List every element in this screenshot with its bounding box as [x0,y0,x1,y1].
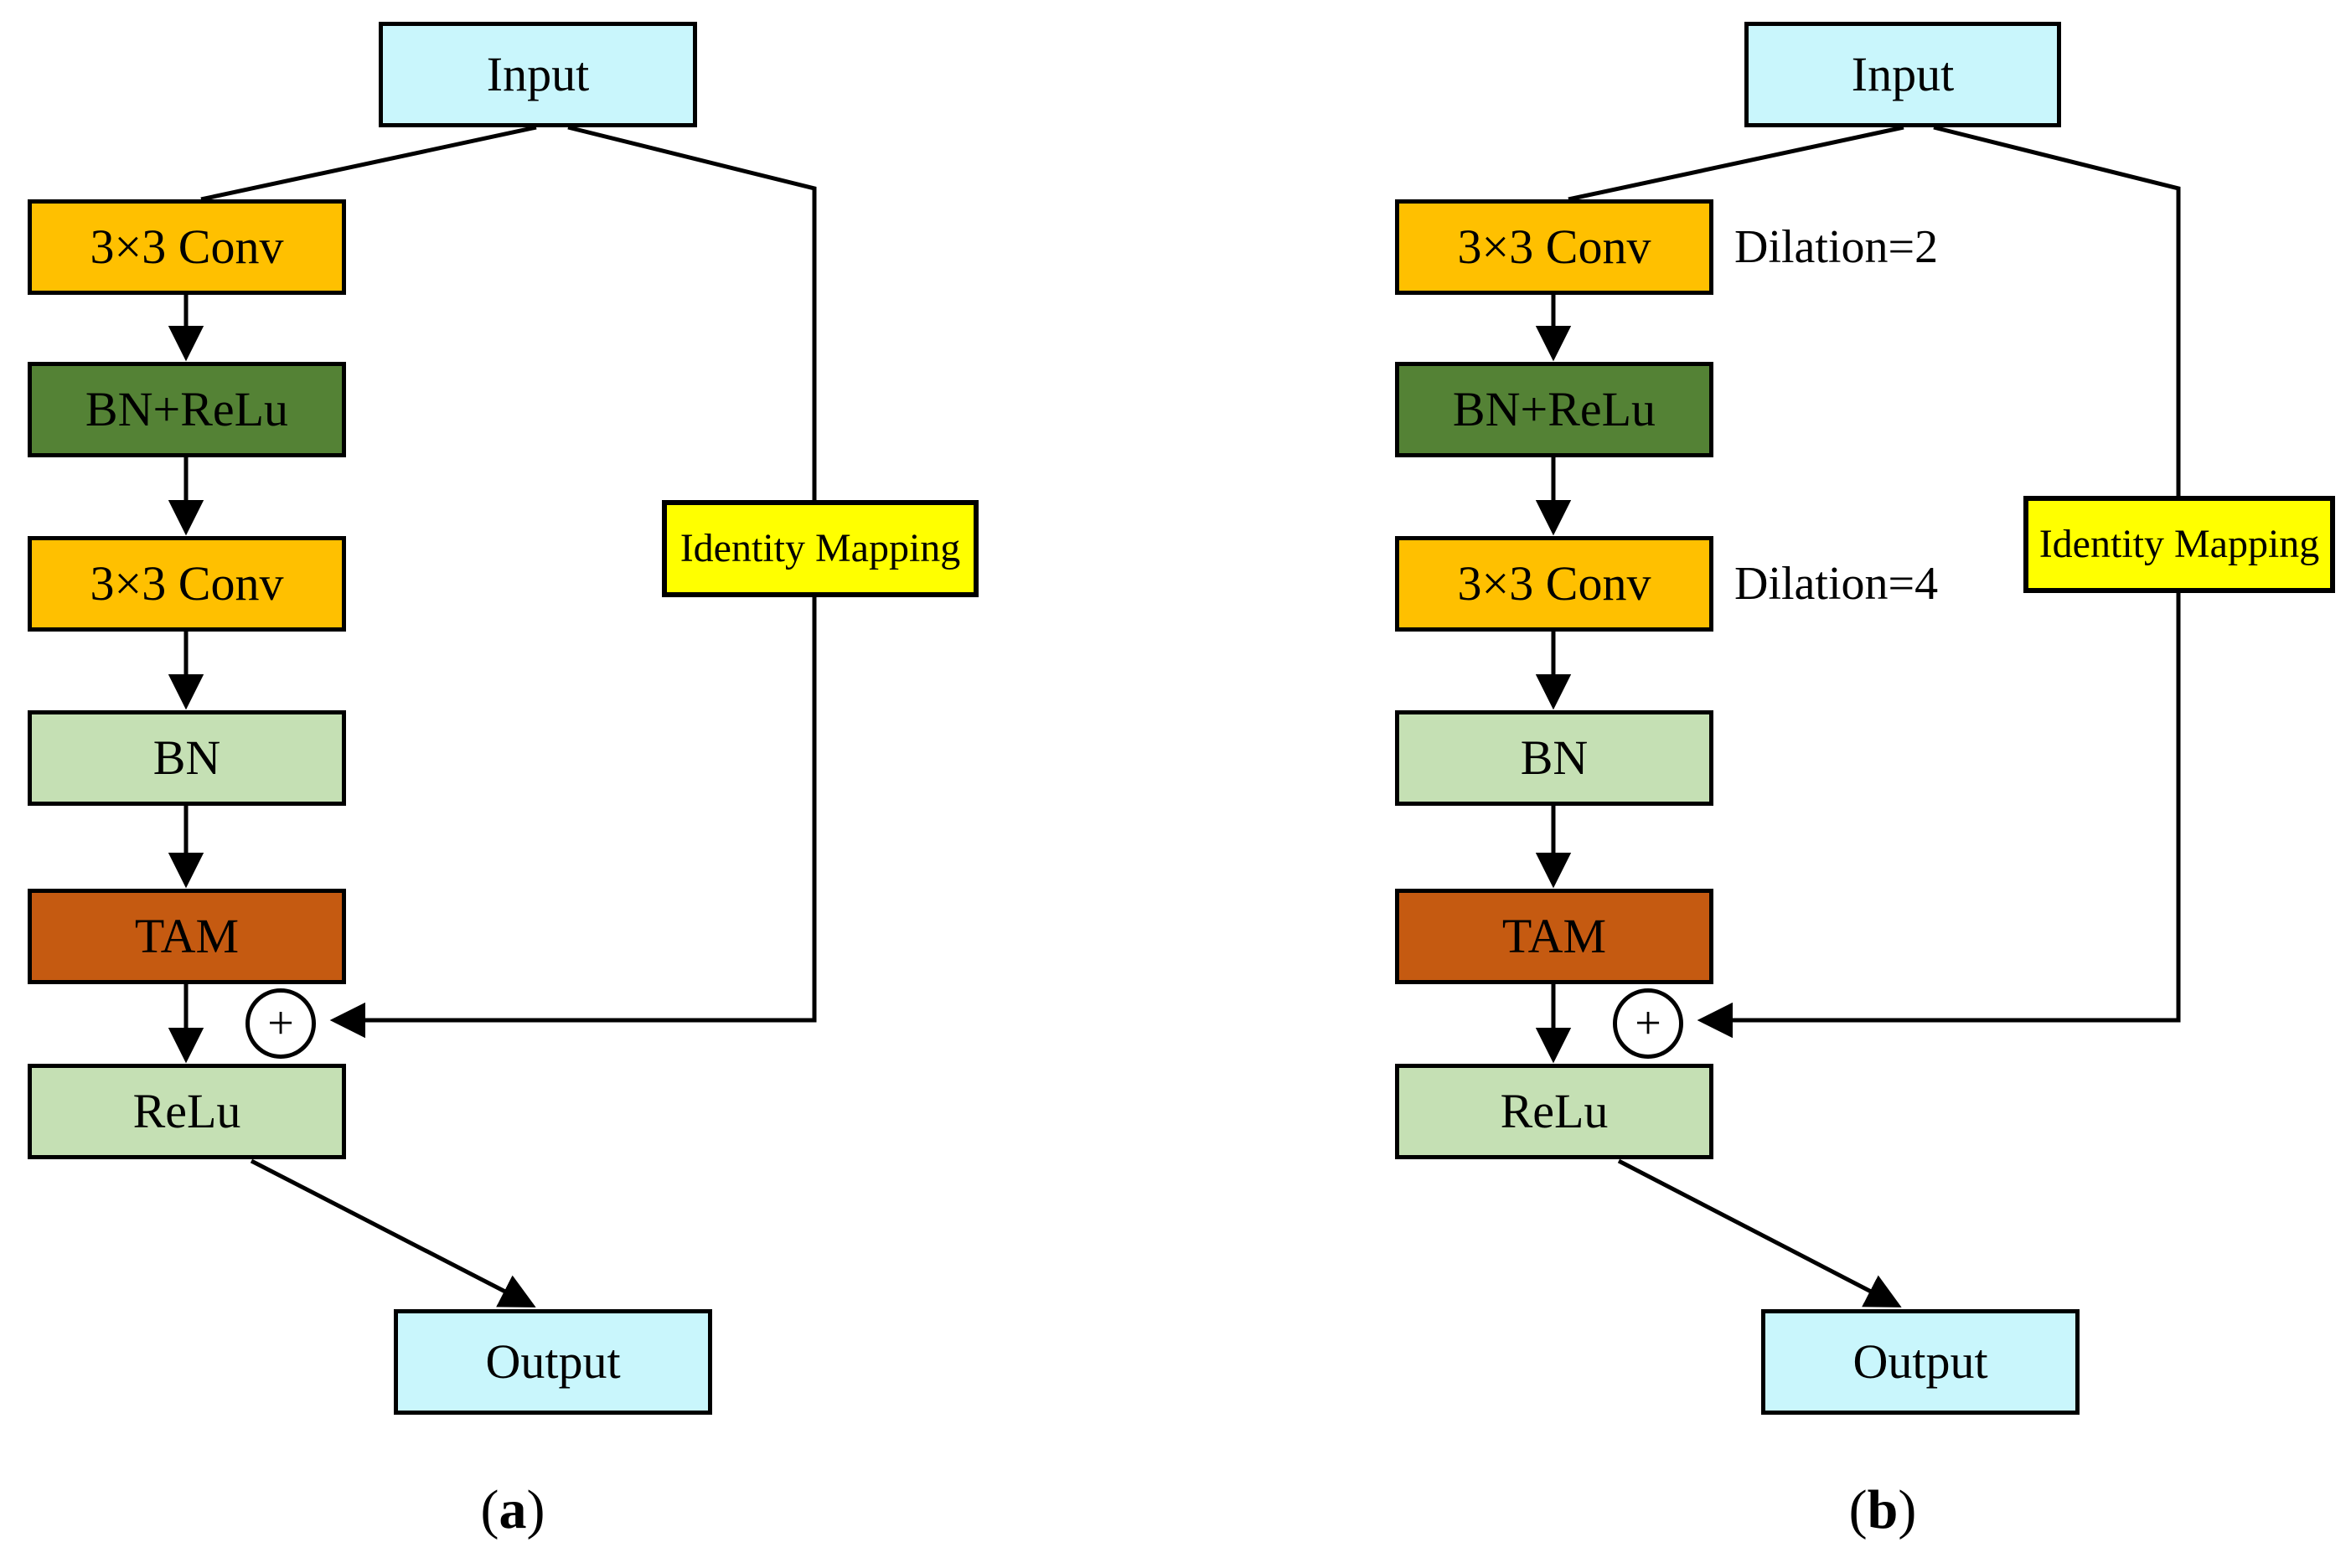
node-b-conv1: 3×3 Conv [1395,199,1713,295]
wire-a-identity-to-plus [329,597,817,1039]
annotation-b-dilation-4: Dilation=4 [1734,536,1938,632]
node-a-conv1: 3×3 Conv [28,199,346,295]
wire-a-input-to-conv1 [200,125,537,202]
node-a-input-label: Input [486,47,590,101]
node-a-relu-label: ReLu [132,1084,241,1138]
panel-b-caption-close: ) [1898,1479,1917,1540]
node-a-bn-relu: BN+ReLu [28,362,346,457]
node-b-input: Input [1744,22,2061,127]
node-b-input-label: Input [1851,47,1955,101]
plus-junction-b-label: + [1635,998,1661,1050]
annotation-b-dilation-2-text: Dilation=2 [1734,221,1939,273]
wire-a-input-to-identity [567,125,817,500]
panel-b-caption: (b) [1757,1483,2008,1538]
node-b-relu: ReLu [1395,1064,1713,1159]
node-a-output-label: Output [485,1334,621,1389]
node-b-bn-relu: BN+ReLu [1395,362,1713,457]
node-a-conv2: 3×3 Conv [28,536,346,632]
node-b-conv1-label: 3×3 Conv [1457,219,1651,274]
node-b-bn: BN [1395,710,1713,806]
annotation-b-dilation-4-text: Dilation=4 [1734,558,1939,610]
node-a-bn-relu-label: BN+ReLu [85,382,289,436]
node-a-identity-mapping-label: Identity Mapping [679,526,961,570]
panel-a-caption-close: ) [526,1479,545,1540]
node-b-bn-relu-label: BN+ReLu [1452,382,1656,436]
annotation-b-dilation-2: Dilation=2 [1734,199,1938,295]
node-a-tam: TAM [28,889,346,984]
panel-a-caption-open: ( [480,1479,499,1540]
node-b-output: Output [1761,1309,2080,1415]
node-b-tam-label: TAM [1501,909,1607,963]
node-b-output-label: Output [1852,1334,1988,1389]
node-a-conv2-label: 3×3 Conv [90,556,284,611]
wire-b-relu-to-output [1617,1158,1902,1308]
panel-b-caption-letter: b [1867,1479,1899,1540]
wire-b-input-to-conv1 [1568,125,1904,202]
node-a-identity-mapping: Identity Mapping [662,500,979,597]
plus-junction-a-label: + [267,998,294,1050]
node-b-identity-mapping: Identity Mapping [2023,496,2335,593]
node-a-bn: BN [28,710,346,806]
wire-a-relu-to-output [250,1158,536,1308]
node-a-bn-label: BN [152,730,221,785]
panel-a-caption-letter: a [499,1479,527,1540]
node-b-identity-mapping-label: Identity Mapping [2038,522,2320,566]
panel-b-caption-open: ( [1848,1479,1868,1540]
node-a-relu: ReLu [28,1064,346,1159]
node-b-tam: TAM [1395,889,1713,984]
wire-b-identity-to-plus [1697,593,2181,1039]
node-a-conv1-label: 3×3 Conv [90,219,284,274]
node-a-tam-label: TAM [134,909,240,963]
node-b-conv2: 3×3 Conv [1395,536,1713,632]
plus-junction-b: + [1613,988,1683,1059]
node-a-input: Input [379,22,697,127]
plus-junction-a: + [245,988,316,1059]
node-a-output: Output [394,1309,712,1415]
node-b-relu-label: ReLu [1500,1084,1609,1138]
panel-a-caption: (a) [387,1483,638,1538]
node-b-conv2-label: 3×3 Conv [1457,556,1651,611]
node-b-bn-label: BN [1520,730,1589,785]
wire-b-input-to-identity [1933,125,2181,496]
